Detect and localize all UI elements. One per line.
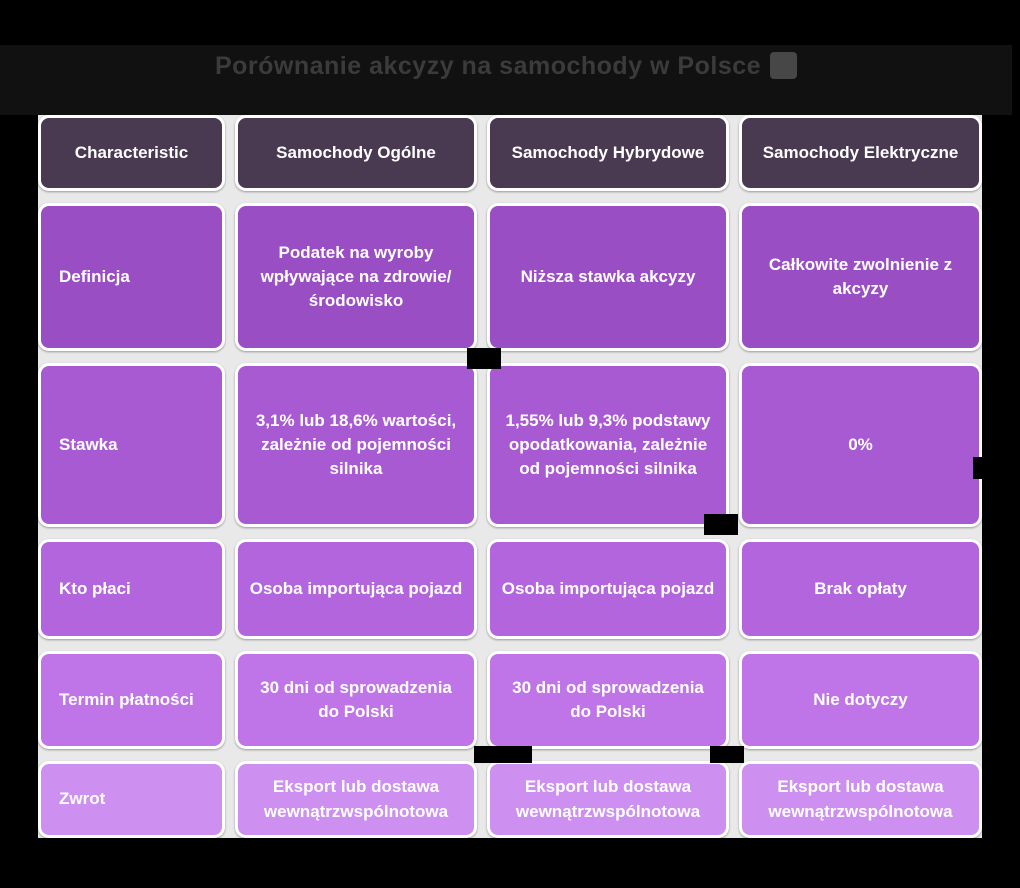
row-label-stawka: Stawka: [38, 363, 225, 527]
render-artifact: [973, 457, 982, 479]
row-label-definicja: Definicja: [38, 203, 225, 351]
header-cell-samochody-hybrydowe: Samochody Hybrydowe: [487, 115, 729, 191]
cell-definicja-hybrydowe: Niższa stawka akcyzy: [487, 203, 729, 351]
cell-termin-elektryczne: Nie dotyczy: [739, 651, 982, 749]
cell-stawka-elektryczne: 0%: [739, 363, 982, 527]
cell-definicja-ogolne: Podatek na wyroby wpływające na zdrowie/…: [235, 203, 477, 351]
render-artifact: [710, 746, 744, 763]
page-title-text: Porównanie akcyzy na samochody w Polsce: [214, 52, 762, 80]
title-background-band: [0, 45, 1012, 115]
cell-stawka-ogolne: 3,1% lub 18,6% wartości, zależnie od poj…: [235, 363, 477, 527]
cell-zwrot-ogolne: Eksport lub dostawa wewnątrzwspólnotowa: [235, 761, 477, 838]
render-artifact: [704, 514, 738, 535]
cell-termin-hybrydowe: 30 dni od sprowadzenia do Polski: [487, 651, 729, 749]
render-artifact: [474, 746, 532, 763]
cell-kto-placi-elektryczne: Brak opłaty: [739, 539, 982, 639]
render-artifact: [467, 348, 501, 369]
cell-zwrot-elektryczne: Eksport lub dostawa wewnątrzwspólnotowa: [739, 761, 982, 838]
header-cell-samochody-elektryczne: Samochody Elektryczne: [739, 115, 982, 191]
cell-zwrot-hybrydowe: Eksport lub dostawa wewnątrzwspólnotowa: [487, 761, 729, 838]
cell-definicja-elektryczne: Całkowite zwolnienie z akcyzy: [739, 203, 982, 351]
row-label-termin-platnosci: Termin płatności: [38, 651, 225, 749]
header-cell-samochody-ogolne: Samochody Ogólne: [235, 115, 477, 191]
cell-termin-ogolne: 30 dni od sprowadzenia do Polski: [235, 651, 477, 749]
cell-kto-placi-ogolne: Osoba importująca pojazd: [235, 539, 477, 639]
row-label-kto-placi: Kto płaci: [38, 539, 225, 639]
missing-emoji-glyph-box: [770, 52, 798, 79]
cell-stawka-hybrydowe: 1,55% lub 9,3% podstawy opodatkowania, z…: [487, 363, 729, 527]
row-label-zwrot: Zwrot: [38, 761, 225, 838]
page-title: Porównanie akcyzy na samochody w Polsce: [0, 52, 1012, 81]
header-cell-characteristic: Characteristic: [38, 115, 225, 191]
comparison-table: Characteristic Samochody Ogólne Samochod…: [38, 115, 982, 838]
cell-kto-placi-hybrydowe: Osoba importująca pojazd: [487, 539, 729, 639]
